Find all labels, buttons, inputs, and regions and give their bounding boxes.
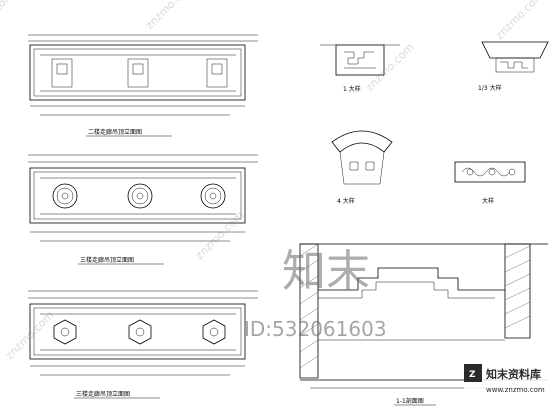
elevation-2-title: 三楼走廊吊顶立面图 [80, 256, 134, 264]
section-1-1-title: 1-1剖面图 [396, 397, 424, 405]
ornament-panel-1 [51, 58, 73, 88]
detail-3: 4 大样 [331, 130, 393, 205]
watermark-badge: Z 知末资料库 www.znzmo.com [464, 362, 560, 404]
elevation-2: 三楼走廊吊顶立面图 [28, 154, 258, 265]
watermark-diagonal-6: znzmo.com [193, 209, 247, 263]
elevation-1: 二楼走廊吊顶立面图 [28, 34, 258, 137]
detail-2: 1/3 大样 [478, 41, 549, 92]
rosette-2 [127, 183, 153, 209]
badge-url: www.znzmo.com [486, 386, 545, 394]
detail-2-label: 1/3 大样 [478, 84, 502, 92]
hexagon-ornament-3 [202, 319, 226, 345]
watermark-diagonal-2: znzmo.com [143, 0, 197, 32]
svg-text:Z: Z [469, 370, 476, 380]
logo-icon [464, 364, 482, 382]
elevation-1-title: 二楼走廊吊顶立面图 [88, 128, 142, 136]
ornament-panel-3 [206, 58, 228, 88]
section-1-1: 1-1剖面图 [299, 243, 548, 406]
detail-1-label: 1 大样 [343, 85, 361, 93]
elevation-3-title: 三楼走廊吊顶立面图 [76, 390, 130, 398]
watermark-brand: 知末 [282, 246, 370, 297]
detail-4: 大样 [454, 161, 526, 205]
hexagon-ornament-2 [128, 319, 152, 345]
detail-3-label: 4 大样 [337, 197, 355, 205]
detail-4-label: 大样 [482, 197, 494, 205]
badge-title: 知末资料库 [485, 367, 541, 381]
ornament-panel-2 [127, 58, 149, 88]
watermark-diagonal-3: znzmo.com [363, 41, 417, 95]
rosette-1 [52, 183, 78, 209]
watermark-diagonal-4: znzmo.com [493, 0, 547, 42]
hexagon-ornament-1 [53, 319, 77, 345]
watermark-id: ID:532061603 [244, 317, 387, 341]
elevation-3: 三楼走廊吊顶立面图 [28, 290, 258, 399]
detail-1: 1 大样 [320, 44, 400, 93]
rosette-3 [200, 183, 226, 209]
watermark-diagonal-1: znzmo.com [0, 0, 17, 42]
